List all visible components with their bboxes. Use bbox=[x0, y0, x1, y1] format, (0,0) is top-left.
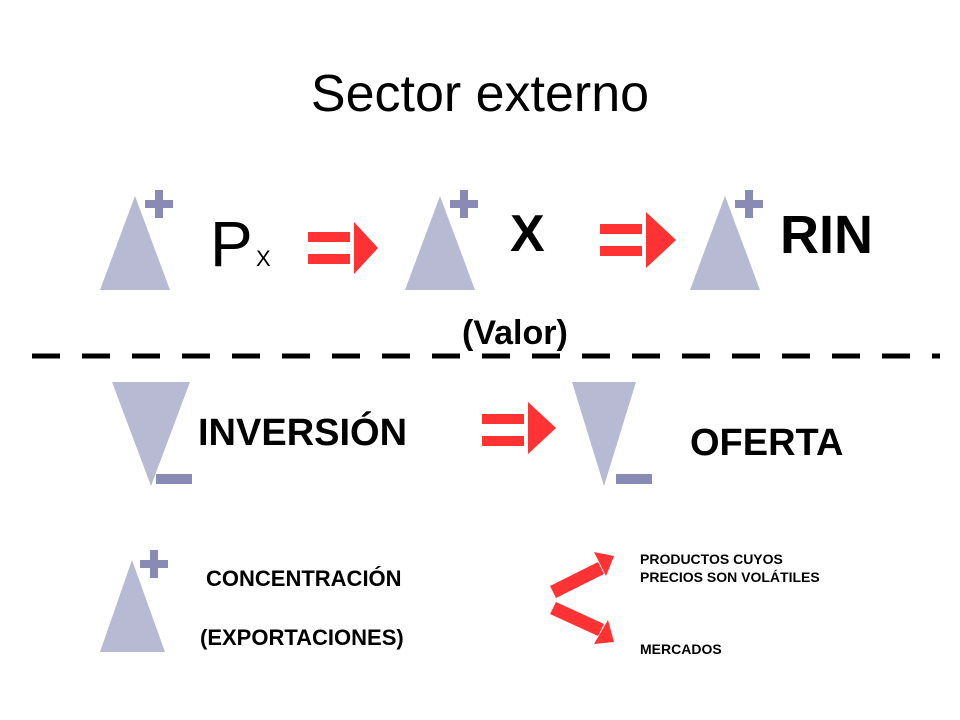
investment-label: INVERSIÓN bbox=[198, 412, 408, 454]
implies-arrow-icon bbox=[308, 222, 378, 274]
consequence-volatile-prices: PRODUCTOS CUYOS PRECIOS SON VOLÁTILES bbox=[640, 551, 820, 586]
decrease-triangle-icon bbox=[572, 382, 652, 486]
slide-title: Sector externo bbox=[310, 65, 650, 123]
exports-symbol: X bbox=[510, 205, 545, 263]
red-arrow-icon bbox=[550, 552, 614, 598]
concentration-label: CONCENTRACIÓN bbox=[206, 566, 402, 591]
supply-label: OFERTA bbox=[690, 422, 844, 464]
decrease-triangle-icon bbox=[112, 382, 192, 486]
increase-triangle-icon bbox=[690, 190, 763, 290]
concentration-sublabel: (EXPORTACIONES) bbox=[200, 625, 404, 650]
consequence-markets: MERCADOS bbox=[640, 641, 722, 657]
red-arrow-icon bbox=[550, 602, 614, 644]
reserves-label: RIN bbox=[780, 205, 873, 265]
price-subscript: X bbox=[256, 246, 271, 271]
increase-triangle-icon bbox=[100, 550, 168, 652]
exports-note: (Valor) bbox=[462, 314, 568, 352]
price-symbol: P bbox=[210, 208, 253, 280]
increase-triangle-icon bbox=[405, 190, 478, 290]
implies-arrow-icon bbox=[482, 402, 556, 454]
implies-arrow-icon bbox=[600, 212, 676, 268]
increase-triangle-icon bbox=[100, 190, 173, 290]
